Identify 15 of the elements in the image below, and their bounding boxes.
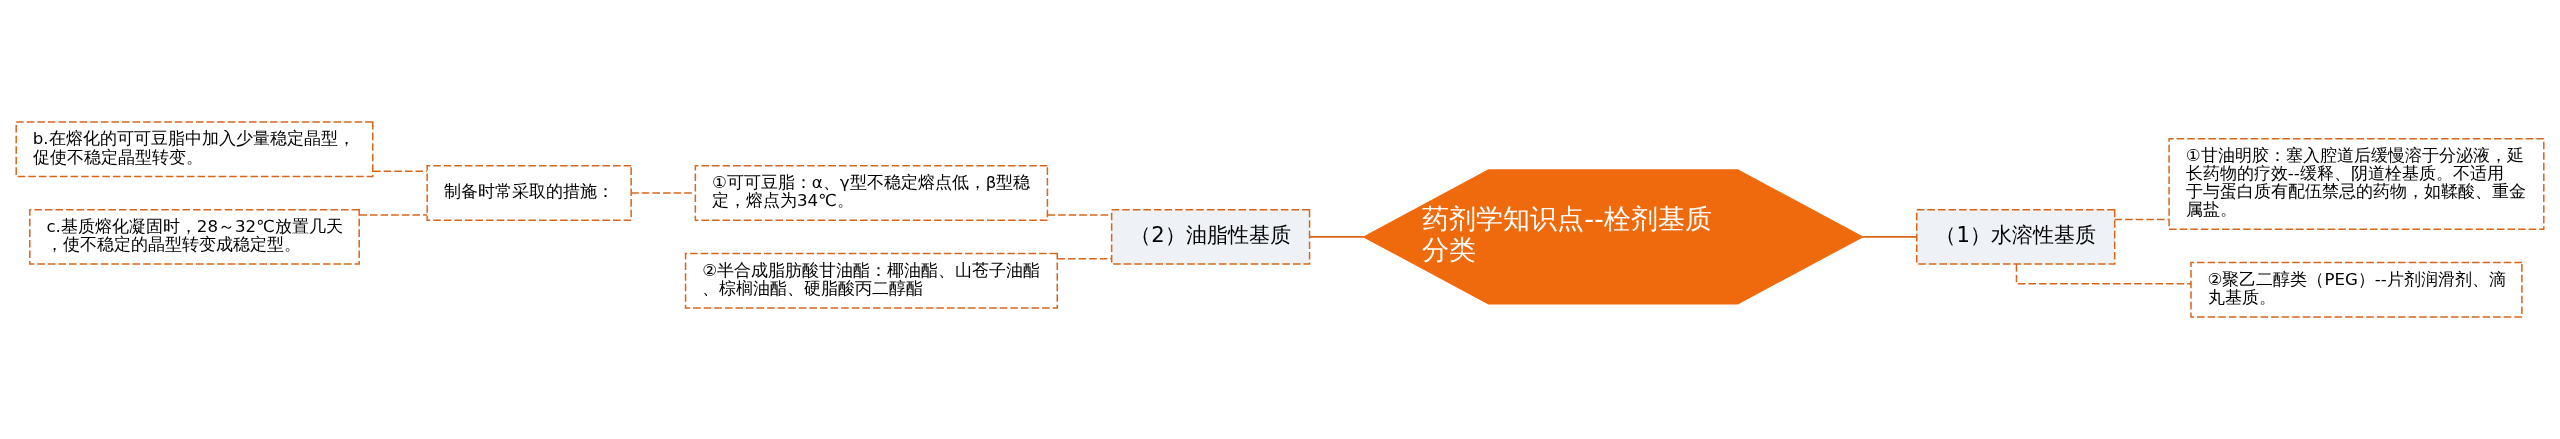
connector (2114, 218, 2170, 221)
node-box: b.在熔化的可可豆脂中加入少量稳定晶型，促使不稳定晶型转变。 (15, 121, 374, 178)
node-box: c.基质熔化凝固时，28～32℃放置几天，使不稳定的晶型转变成稳定型。 (29, 208, 360, 265)
node-box: （2）油脂性基质 (1110, 208, 1311, 265)
connector (358, 214, 428, 216)
connector (372, 170, 428, 172)
node-box: ②半合成脂肪酸甘油酯：椰油酯、山苍子油酯、棕榈油酯、硬脂酸丙二醇酯 (684, 252, 1058, 309)
node-box: 制备时常采取的措施： (426, 165, 632, 221)
node-box: （1）水溶性基质 (1916, 208, 2116, 265)
node-box: ①可可豆脂：α、γ型不稳定熔点低，β型稳定，熔点为34℃。 (694, 165, 1049, 221)
node-box: ②聚乙二醇类（PEG）--片剂润滑剂、滴丸基质。 (2190, 261, 2523, 318)
connector (1861, 236, 1918, 238)
connector (1056, 258, 1112, 260)
connector (1308, 236, 1365, 238)
node-box: ①甘油明胶：塞入腔道后缓慢溶于分泌液，延长药物的疗效--缓释、阴道栓基质。不适用于与蛋白质有配伍禁忌的药物，如鞣酸、重金属盐。 (2168, 137, 2545, 231)
